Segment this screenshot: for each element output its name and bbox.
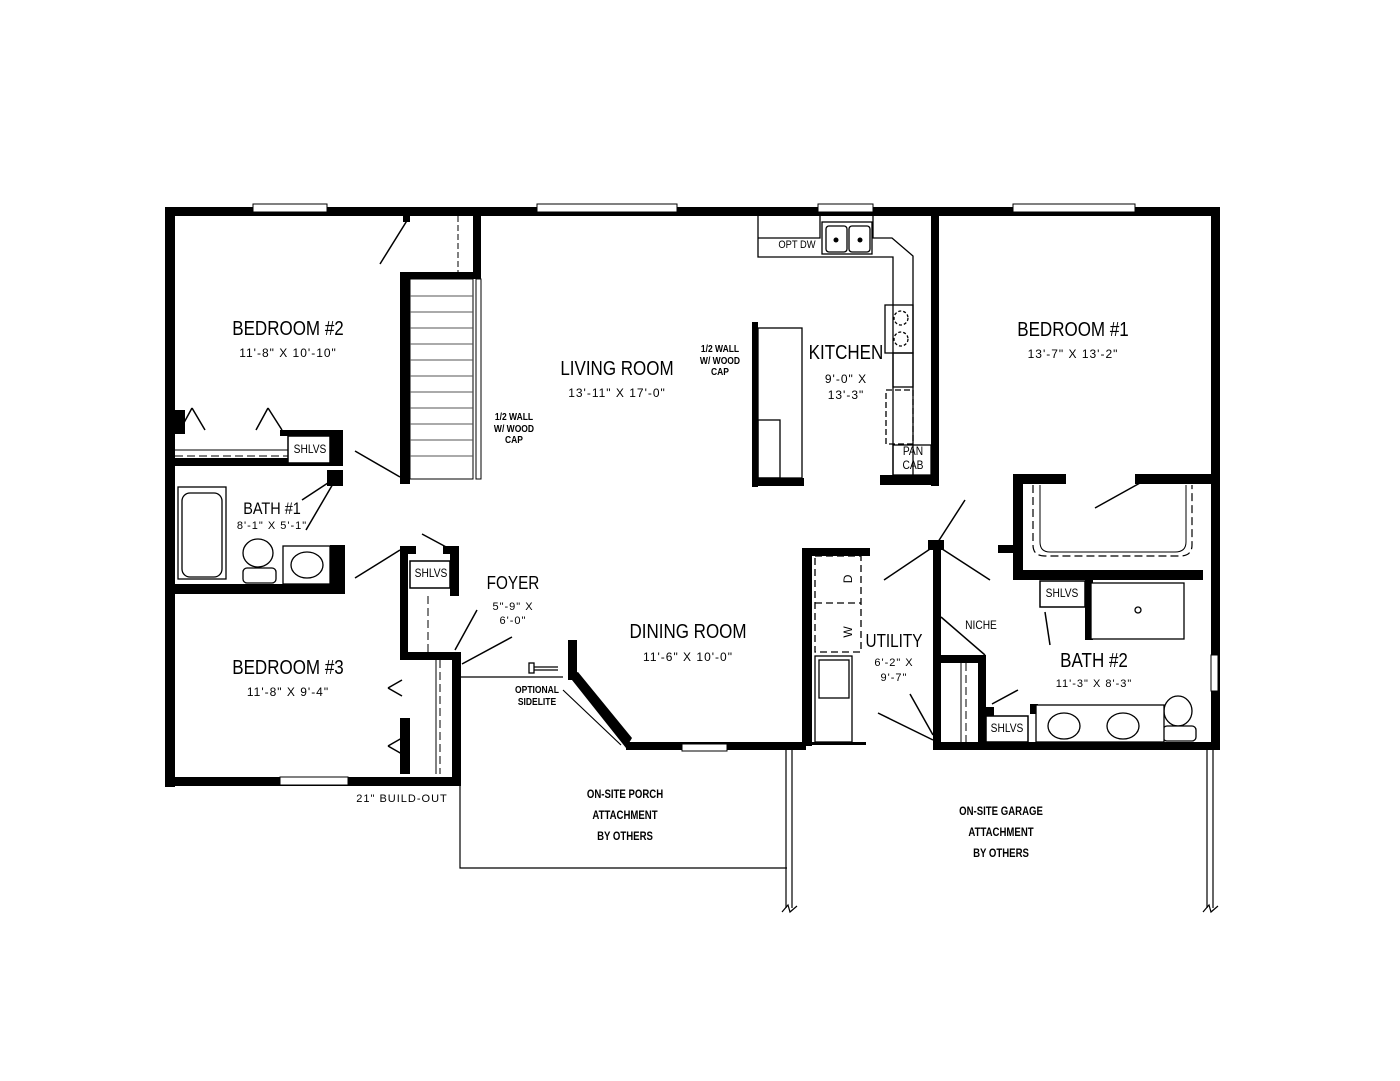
room-dims-utility: 6'-2" X — [874, 657, 914, 669]
toilet — [1162, 695, 1197, 742]
note-half-wall-kitchen: 1/2 WALL W/ WOOD CAP — [699, 344, 741, 378]
window — [1210, 654, 1219, 692]
note-build-out: 21" BUILD-OUT — [356, 793, 448, 805]
window — [252, 203, 328, 213]
shelves-label: SHLVS — [990, 721, 1024, 735]
note-optional-sidelite: OPTIONAL SIDELITE — [515, 685, 559, 708]
sink — [282, 545, 1165, 743]
room-name-bedroom-2: BEDROOM #2 — [232, 318, 344, 340]
washer-label: W — [841, 626, 856, 638]
shelves-label: SHLVS — [414, 566, 448, 580]
room-name-bath-2: BATH #2 — [1060, 650, 1128, 672]
exterior-wall-bottom-right — [933, 742, 1220, 750]
window — [1012, 203, 1136, 213]
porch-outline — [459, 786, 787, 869]
window — [681, 743, 728, 752]
room-name-kitchen: KITCHEN — [808, 342, 884, 364]
room-dims-bedroom-1: 13'-7" X 13'-2" — [1027, 347, 1119, 361]
exterior-wall-left — [165, 207, 175, 787]
shower — [1090, 582, 1185, 640]
room-name-bath-1: BATH #1 — [243, 499, 301, 518]
room-dims-dining-room: 11'-6" X 10'-0" — [643, 650, 733, 664]
kitchen-counter — [757, 216, 932, 479]
room-name-living-room: LIVING ROOM — [560, 358, 674, 380]
room-dims-bedroom-2: 11'-8" X 10'-10" — [239, 346, 337, 360]
porch-attachment-note: ON-SITE PORCH ATTACHMENT BY OTHERS — [586, 787, 664, 843]
room-dims-living-room: 13'-11" X 17'-0" — [568, 386, 666, 400]
room-name-bedroom-3: BEDROOM #3 — [232, 657, 344, 679]
room-name-utility: UTILITY — [865, 631, 923, 651]
shelves — [1039, 580, 1086, 608]
shelves — [985, 715, 1029, 743]
dryer-label: D — [841, 574, 856, 584]
room-name-bedroom-1: BEDROOM #1 — [1017, 319, 1129, 341]
room-dims-foyer: 5"-9" X — [492, 601, 534, 613]
note-half-wall: 1/2 WALL W/ WOOD CAP — [493, 412, 535, 446]
room-dims-bedroom-3: 11'-8" X 9'-4" — [246, 685, 330, 699]
exterior-wall-top — [165, 207, 1220, 216]
window — [279, 776, 349, 786]
room-dims-bath-2: 11'-3" X 8'-3" — [1055, 678, 1133, 690]
note-pan-cab: PAN CAB — [902, 444, 924, 472]
shelves-label: SHLVS — [293, 442, 327, 456]
staircase — [409, 216, 482, 480]
room-name-dining-room: DINING ROOM — [629, 621, 747, 643]
garage-attachment-note: ON-SITE GARAGE ATTACHMENT BY OTHERS — [959, 804, 1043, 860]
room-name-foyer: FOYER — [486, 573, 540, 593]
room-dims-foyer-2: 6'-0" — [499, 615, 527, 627]
shelves — [287, 435, 331, 464]
window — [817, 203, 874, 213]
bathtub — [177, 486, 227, 580]
room-dims-utility-2: 9'-7" — [880, 672, 908, 684]
note-opt-dw: OPT DW — [778, 239, 816, 251]
room-dims-kitchen: 9'-0" X — [824, 372, 868, 386]
note-niche: NICHE — [965, 618, 997, 632]
room-dims-bath-1: 8'-1" X 5'-1" — [236, 520, 308, 532]
room-dims-kitchen-2: 13'-3" — [827, 388, 865, 402]
shelves — [409, 560, 451, 589]
toilet — [242, 538, 277, 584]
shelves-label: SHLVS — [1045, 586, 1079, 600]
window — [536, 203, 678, 213]
